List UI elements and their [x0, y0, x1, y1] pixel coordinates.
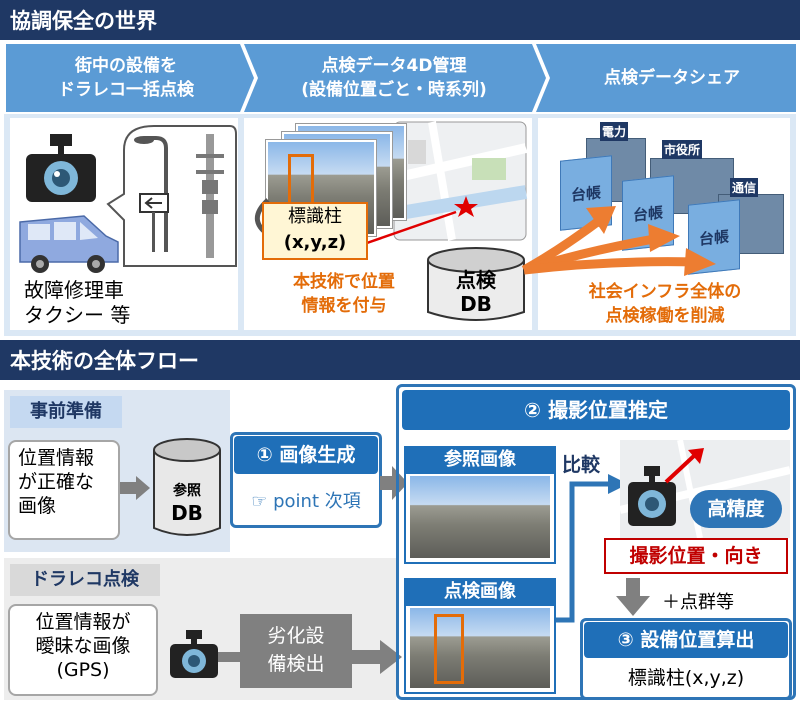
dashcam-small-icon [170, 630, 218, 678]
inspection-db-label: 点検 DB [424, 268, 528, 316]
map-icon [392, 121, 528, 241]
flow-title: 本技術の全体フロー [10, 349, 199, 373]
building-power-sign: 電力 [600, 122, 629, 141]
prep-image-box: 位置情報 が正確な 画像 [8, 440, 120, 540]
panel-vehicles: 故障修理車 タクシー 等 [10, 118, 238, 330]
step-3-line1: 点検データシェア [604, 68, 740, 88]
inspection-db-line1: 点検 [456, 268, 496, 292]
compare-arrow [556, 474, 628, 623]
building-telecom-sign: 通信 [730, 178, 759, 197]
compare-label: 比較 [562, 454, 601, 476]
sign-label-line2: (x,y,z) [283, 232, 347, 253]
panel-4d-management: 標識柱 (x,y,z) 点検 DB 本技術で位置 情報を付与 [244, 118, 532, 330]
sign-label-line1: 標識柱 [288, 206, 342, 227]
step3-result: 標識柱(x,y,z) [627, 667, 745, 689]
dashcam-icon [26, 134, 96, 202]
panel3-caption-line1: 社会インフラ全体の [588, 282, 742, 302]
high-precision-badge: 高精度 [690, 490, 782, 528]
down-arrow [616, 578, 650, 616]
pose-result-box: 撮影位置・向き [604, 538, 788, 574]
step-header-1: 街中の設備を ドラレコ一括点検 [10, 46, 242, 110]
prep-box-line3: 画像 [18, 495, 57, 517]
panel2-caption-line1: 本技術で位置 [293, 272, 395, 292]
inspect-box-line3: (GPS) [56, 659, 110, 681]
step-chevrons [6, 44, 796, 112]
step-2-line2: (設備位置ごと・時系列) [301, 80, 487, 100]
top-title: 協調保全の世界 [10, 9, 157, 33]
step-header-3: 点検データシェア [552, 46, 792, 110]
step1-label: ① 画像生成 [234, 436, 378, 474]
vehicle-caption: 故障修理車 タクシー 等 [24, 278, 130, 328]
inspect-label: ドラレコ点検 [10, 564, 160, 596]
detect-line2: 備検出 [267, 653, 325, 675]
vehicle-caption-line2: タクシー 等 [24, 303, 131, 327]
equipment-bubble-icon [106, 125, 237, 267]
vehicle-caption-line1: 故障修理車 [24, 278, 124, 302]
reference-db-line1: 参照 [173, 483, 201, 499]
section-title-top: 協調保全の世界 [0, 0, 800, 40]
inspect-image-box: 位置情報が 曖昧な画像 (GPS) [8, 604, 158, 696]
prep-box-line2: が正確な [18, 471, 95, 493]
inspect-box-line1: 位置情報が [35, 611, 131, 633]
reference-db-icon [153, 438, 221, 536]
inspection-db-icon [427, 247, 525, 321]
panel-data-share: 電力 市役所 通信 台帳 台帳 台帳 [538, 118, 790, 330]
inspection-db-line2: DB [460, 292, 492, 316]
plus-point-cloud: ＋点群等 [662, 592, 734, 613]
step-1-line2: ドラレコ一括点検 [58, 80, 194, 100]
step-header-2: 点検データ4D管理 (設備位置ごと・時系列) [258, 46, 530, 110]
pointing-hand-icon: ☞ [251, 491, 268, 512]
panel3-caption: 社会インフラ全体の 点検稼働を削減 [540, 280, 790, 328]
degradation-detect-box: 劣化設 備検出 [240, 614, 352, 688]
step1-point-text: point 次項 [273, 491, 361, 512]
share-arrows [521, 206, 716, 276]
panel3-caption-line2: 点検稼働を削減 [605, 306, 725, 326]
reference-db-label: 参照 DB [150, 480, 224, 524]
step-2-line1: 点検データ4D管理 [321, 56, 467, 76]
van-icon [19, 215, 119, 273]
insp-image [410, 608, 550, 688]
prep-arrow [120, 476, 150, 500]
direction-arrow-icon [664, 448, 704, 484]
estimate-dashcam-icon [628, 466, 676, 526]
step-1-line1: 街中の設備を [75, 56, 177, 76]
insp-image-highlight [434, 614, 464, 684]
panel2-caption: 本技術で位置 情報を付与 [264, 270, 424, 318]
insp-image-label: 点検画像 [404, 578, 556, 606]
panel2-caption-line2: 情報を付与 [301, 296, 387, 316]
reference-db-line2: DB [171, 501, 203, 525]
step3-label: ③ 設備位置算出 [584, 622, 788, 658]
inspect-box-line2: 曖昧な画像 [35, 635, 131, 657]
ref-image-label: 参照画像 [404, 446, 556, 474]
detect-arrow [352, 640, 402, 674]
detect-line1: 劣化設 [267, 625, 325, 647]
prep-box-line1: 位置情報 [18, 447, 95, 469]
prep-label: 事前準備 [10, 396, 122, 428]
sign-label-box: 標識柱 (x,y,z) [262, 202, 368, 260]
step1-point-link[interactable]: ☞ point 次項 [234, 486, 378, 518]
building-cityhall-sign: 市役所 [662, 140, 703, 159]
inspect-connector [218, 652, 242, 662]
ref-image [410, 476, 550, 558]
section-title-flow: 本技術の全体フロー [0, 340, 800, 380]
step2-label: ② 撮影位置推定 [402, 390, 790, 430]
